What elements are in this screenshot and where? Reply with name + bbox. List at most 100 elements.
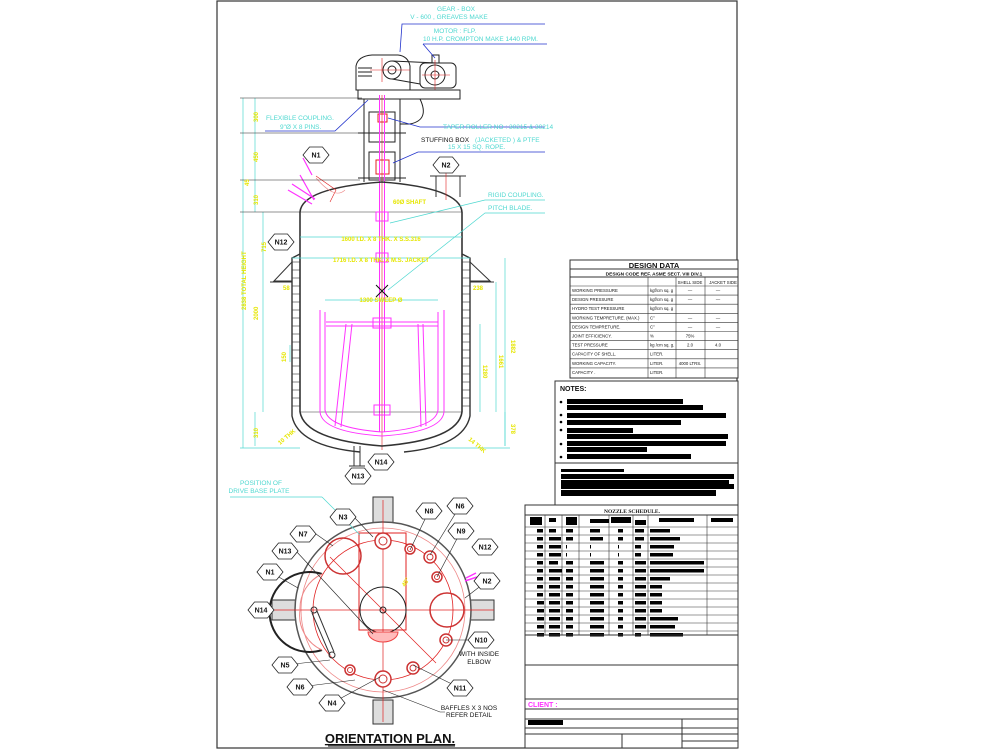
nozzle-tag-n8: N8 [415,502,443,520]
nozzle-tag-label: N8 [425,509,434,516]
redacted-cell [566,577,573,581]
design-data-param: HYDRO TEST PRESSURE [572,306,625,311]
redacted-cell [618,617,623,621]
callout-gearbox-model: V - 600 , GREAVES MAKE [410,14,488,21]
redacted-cell [549,577,560,581]
nozzle-tag-label: N5 [281,663,290,670]
nozzle-n2 [429,592,465,628]
redacted-cell [537,585,543,589]
design-data-unit: % [650,334,654,339]
callout-stuffing-box: STUFFING BOX [421,137,470,144]
redacted-cell [566,609,573,613]
redacted-cell [549,537,561,541]
redacted-header [659,518,694,522]
redacted-cell [537,601,544,605]
redacted-cell [618,593,623,597]
dim-1882: 1882 [509,340,515,354]
dim-300: 300 [254,111,260,122]
redacted-cell [537,561,543,565]
redacted-title [528,720,563,725]
design-data-param: JOINT EFFICIENCY. [572,334,612,339]
redacted-cell [549,569,562,573]
design-data-row: WORKING CAPACITY.LITER.4000 LTRS. [570,358,738,366]
nozzle-tag-n1: N1 [256,563,284,581]
design-data-param: WORKING PRESSURE [572,288,618,293]
redacted-cell [566,617,573,621]
redacted-cell [650,561,704,565]
design-data-title: DESIGN DATA [629,261,680,270]
redacted-cell [590,553,591,557]
redacted-cell [590,617,604,621]
redacted-cell [618,601,623,605]
notes-title: NOTES: [560,386,586,393]
nozzle-tag-label: N6 [456,504,465,511]
nozzle-tag-n9: N9 [447,522,475,540]
redacted-cell [618,529,623,533]
dim-715: 715 [262,241,268,252]
nozzle-tag-n11: N11 [446,679,474,697]
redacted-cell [590,609,604,613]
redacted-cell [590,585,604,589]
nozzle-tag-n14: N14 [247,601,275,619]
vessel-shell [299,181,463,447]
nozzle-tag-n12: N12 [471,538,499,556]
redacted-cell [549,617,560,621]
nozzle-tag-n3: N3 [329,508,357,526]
design-data-unit: kgf/cm sq. g [650,306,674,311]
design-data-shell: — [688,315,693,320]
redacted-cell [549,593,560,597]
redacted-cell [635,545,641,549]
design-data-jacket: — [716,297,721,302]
nozzle-tag-label: N9 [457,529,466,536]
col-shell-side: SHELL SIDE [678,280,703,285]
design-data-shell: 4000 LTRS. [679,361,702,366]
dim-450: 450 [254,151,260,162]
nozzle-opening [374,532,392,550]
nozzle-tag-n14: N14 [367,453,395,471]
plan-title: ORIENTATION PLAN. [325,731,455,746]
redacted-cell [590,601,604,605]
notes-panel: NOTES: [554,380,739,506]
design-data-unit: C° [650,324,655,329]
nozzle-tag-n13: N13 [271,542,299,560]
nozzle-tag-label: N12 [479,545,492,552]
redacted-cell [537,625,544,629]
dim-sweep: 1300 SWEEP Ø [360,298,403,304]
redacted-cell [549,561,558,565]
redacted-notes [559,399,734,496]
support-brackets [270,261,494,283]
redacted-cell [618,577,623,581]
design-code: DESIGN CODE REF. ASME SECT. VIII DIV.1 [606,272,703,278]
design-data-unit: LITER. [650,361,663,366]
redacted-cell [650,529,670,533]
design-data-param: CAPACITY . [572,370,595,375]
redacted-cell [618,561,623,565]
client-label: CLIENT : [528,702,558,709]
nozzle-tag-label: N4 [328,701,337,708]
redacted-cell [650,593,662,597]
nozzle-tag-n6: N6 [286,678,314,696]
callout-motor-spec: 10 H.P. CROMPTON MAKE 1440 RPM. [423,36,538,43]
design-data-unit: kgf/cm sq. g [650,288,674,293]
design-data-shell: 75% [686,334,695,339]
redacted-cell [537,609,544,613]
redacted-cell [590,537,603,541]
design-data-shell: — [688,297,693,302]
redacted-header [530,517,542,525]
callout-motor: MOTOR : FLP. [434,28,477,35]
callout-gearbox: GEAR - BOX [437,6,476,13]
redacted-cell [566,601,573,605]
design-data-row: WORKING TEMPRETURE. (MAX.)C°—— [570,312,738,320]
nozzle-tag-label: N13 [352,474,365,481]
redacted-cell [635,601,646,605]
label-with-inside: WITH INSIDE [459,651,500,658]
design-data-jacket: 4.0 [715,343,722,348]
nozzle-n1-elevation [287,157,337,205]
nozzle-n2-elevation [430,175,466,197]
redacted-header [590,519,609,523]
design-data-row: HYDRO TEST PRESSURE kgf/cm sq. g [570,303,738,311]
design-data-shell: — [688,288,693,293]
dim-150: 150 [282,351,288,362]
redacted-cell [537,577,543,581]
label-position-of: POSITION OF [240,480,282,487]
